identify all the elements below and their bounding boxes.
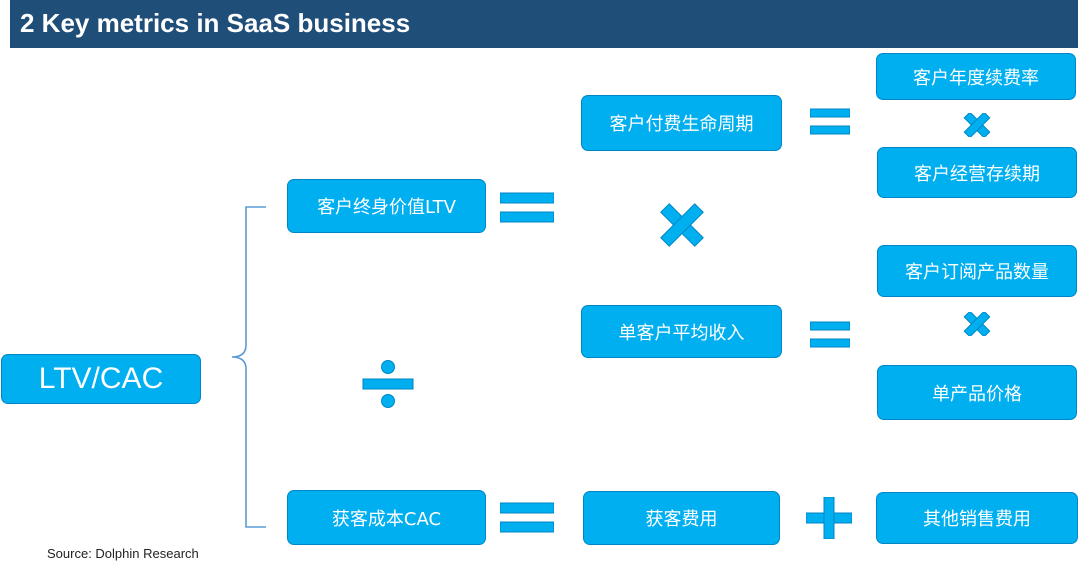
multiply-icon xyxy=(963,312,991,336)
node-unit-price-label: 单产品价格 xyxy=(932,383,1022,405)
node-operating-period: 客户经营存续期 xyxy=(877,147,1077,198)
header-bar: 2 Key metrics in SaaS business xyxy=(10,0,1078,48)
page-title: 2 Key metrics in SaaS business xyxy=(20,8,411,38)
multiply-icon xyxy=(963,113,991,137)
node-ltv-cac: LTV/CAC xyxy=(1,354,201,404)
node-arpu-label: 单客户平均收入 xyxy=(618,322,745,344)
node-paid-lifecycle: 客户付费生命周期 xyxy=(581,95,782,151)
equals-icon xyxy=(810,321,850,348)
source-note: Source: Dolphin Research xyxy=(47,546,199,561)
equals-icon xyxy=(810,108,850,135)
equals-icon xyxy=(500,192,554,223)
node-annual-renewal: 客户年度续费率 xyxy=(876,53,1076,100)
node-other-sales: 其他销售费用 xyxy=(876,492,1078,544)
node-ltv-label: 客户终身价值LTV xyxy=(317,197,456,218)
node-unit-price: 单产品价格 xyxy=(877,365,1077,420)
multiply-icon xyxy=(660,203,704,247)
node-acq-cost-label: 获客费用 xyxy=(645,509,718,530)
node-annual-renewal-label: 客户年度续费率 xyxy=(913,67,1039,89)
node-cac: 获客成本CAC xyxy=(287,490,486,545)
node-subscribed-products-label: 客户订阅产品数量 xyxy=(905,262,1049,283)
node-ltv-cac-label: LTV/CAC xyxy=(38,362,164,395)
plus-icon xyxy=(806,497,852,539)
node-paid-lifecycle-label: 客户付费生命周期 xyxy=(609,114,754,135)
node-arpu: 单客户平均收入 xyxy=(581,305,782,358)
divide-icon xyxy=(362,360,414,408)
equals-icon xyxy=(500,502,554,533)
node-subscribed-products: 客户订阅产品数量 xyxy=(877,245,1077,297)
node-acq-cost: 获客费用 xyxy=(583,491,780,545)
node-ltv: 客户终身价值LTV xyxy=(287,179,486,233)
node-cac-label: 获客成本CAC xyxy=(331,508,442,530)
node-operating-period-label: 客户经营存续期 xyxy=(914,163,1040,185)
node-other-sales-label: 其他销售费用 xyxy=(923,509,1031,530)
